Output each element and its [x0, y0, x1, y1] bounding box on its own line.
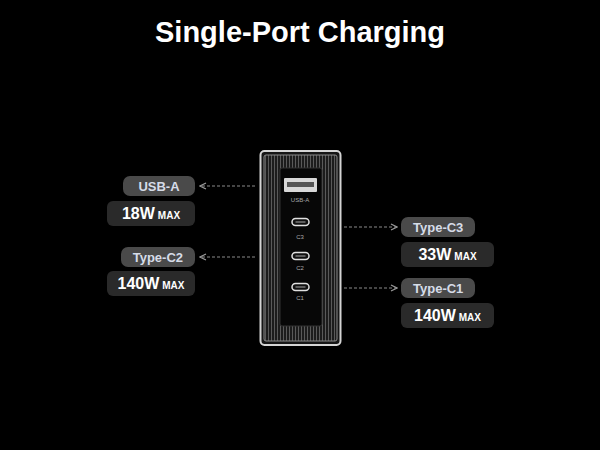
power-value-box: 33WMAX [401, 242, 494, 267]
usb-c-tongue [296, 287, 306, 288]
port-name: Type-C1 [413, 281, 463, 296]
port-name-pill: Type-C1 [401, 278, 475, 298]
wattage: 140W [117, 275, 159, 293]
power-value-box: 140WMAX [107, 271, 195, 296]
usb-a-port [284, 178, 317, 192]
wattage: 33W [418, 246, 451, 264]
max-unit: MAX [454, 251, 476, 262]
port-label: C2 [296, 265, 304, 271]
leader-arrow [200, 257, 255, 258]
port-label: C1 [296, 295, 304, 301]
usb-a-tongue [287, 182, 314, 187]
charger-body: USB-A C3C2C1 [259, 150, 341, 346]
charger-housing [261, 151, 341, 345]
wattage: 18W [122, 205, 155, 223]
port-name: USB-A [138, 179, 179, 194]
leader-arrow [344, 227, 397, 228]
port-name-pill: USB-A [123, 176, 195, 196]
usb-c-port [292, 284, 309, 291]
port-name-pill: Type-C2 [121, 247, 195, 267]
max-unit: MAX [459, 312, 481, 323]
port-label: C3 [296, 234, 304, 240]
port-panel [280, 168, 322, 326]
leader-arrow [344, 288, 397, 289]
port-name: Type-C3 [413, 220, 463, 235]
usb-c-tongue [296, 222, 306, 223]
usb-c-tongue [296, 256, 306, 257]
power-value-box: 140WMAX [401, 303, 494, 328]
wattage: 140W [414, 307, 456, 325]
leader-arrow [200, 186, 255, 187]
max-unit: MAX [158, 210, 180, 221]
usb-c-port [292, 219, 309, 226]
charger-fins [264, 155, 337, 341]
port-name: Type-C2 [133, 250, 183, 265]
port-label: USB-A [291, 197, 309, 203]
usb-c-port [292, 253, 309, 260]
page-title: Single-Port Charging [0, 16, 600, 49]
max-unit: MAX [162, 280, 184, 291]
power-value-box: 18WMAX [107, 201, 195, 226]
port-name-pill: Type-C3 [401, 217, 475, 237]
